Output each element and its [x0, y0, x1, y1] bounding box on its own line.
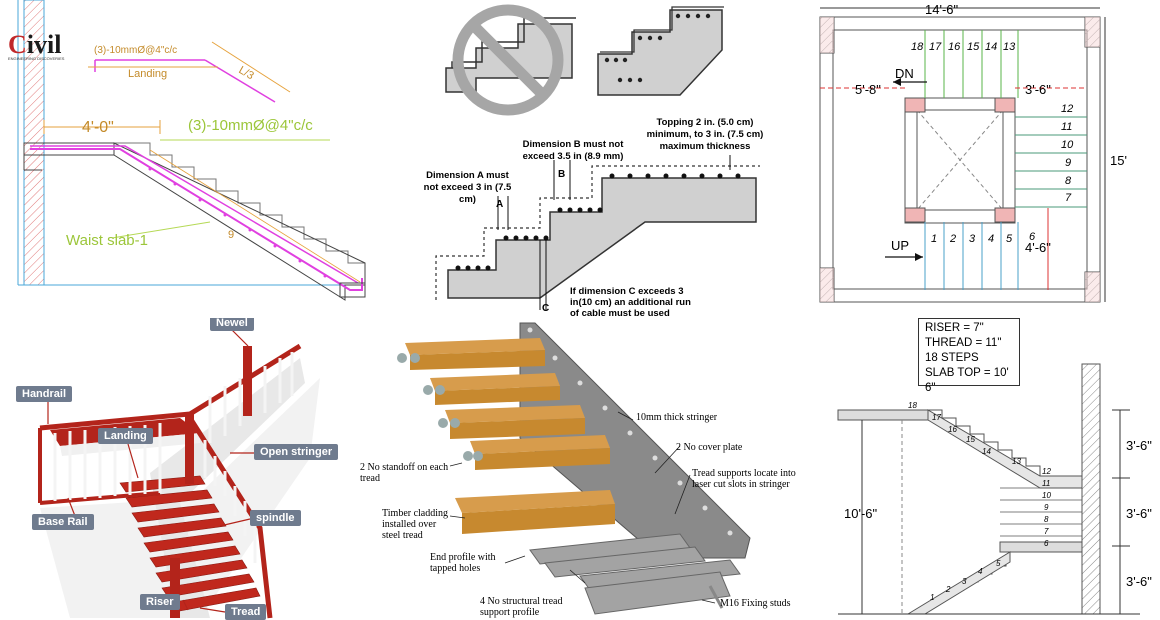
- topping-text: Topping 2 in. (5.0 cm) minimum, to 3 in.…: [646, 117, 764, 152]
- logo-c: C: [8, 30, 27, 59]
- landing-label: Landing: [128, 68, 167, 80]
- label-fixing-studs: M16 Fixing studs: [720, 598, 791, 609]
- spec-slab-top: SLAB TOP = 10' 6": [925, 367, 1009, 394]
- plan-right-dim: 3'-6": [1025, 82, 1051, 97]
- dim-b-marker: B: [558, 169, 565, 180]
- step-label-14: 14: [985, 41, 997, 53]
- plan-lower-right-dim: 4'-6": [1025, 240, 1051, 255]
- tag-riser: Riser: [140, 594, 180, 610]
- section-step-8: 8: [1044, 515, 1049, 524]
- rebar-top-label: (3)-10mmØ@4"c/c: [94, 45, 177, 56]
- section-step-4: 4: [978, 567, 983, 576]
- staircase-illustration: [38, 329, 320, 619]
- section-step-6: 6: [1044, 539, 1049, 548]
- section-step-18: 18: [908, 401, 917, 410]
- spec-riser: RISER = 7": [925, 322, 984, 334]
- step-label-17: 17: [929, 41, 942, 53]
- tag-handrail: Handrail: [16, 386, 73, 402]
- label-end-profile: End profile with tapped holes: [430, 552, 496, 574]
- label-stringer: 10mm thick stringer: [636, 412, 718, 423]
- stair-section-drawing: 10'-6" 3'-6" 3'-6" 3'-6" 1 2 3 4 5 6 7 8…: [837, 363, 1152, 615]
- step-label-2: 2: [949, 233, 956, 245]
- panel-stair-plan: 14'-6" 15' 5'-8" 3'-6" 4'-6" DN UP 18 17…: [805, 0, 1160, 318]
- section-step-15: 15: [966, 435, 975, 444]
- tag-base-rail: Base Rail: [32, 514, 94, 530]
- section-step-17: 17: [932, 413, 941, 422]
- plan-up-label: UP: [891, 238, 909, 253]
- stair-plan-drawing: 14'-6" 15' 5'-8" 3'-6" 4'-6" DN UP 18 17…: [819, 2, 1127, 303]
- panel-exploded-stair: 10mm thick stringer 2 No cover plate 2 N…: [350, 318, 800, 620]
- step-label-16: 16: [948, 41, 961, 53]
- waist-slab-drawing: (3)-10mmØ@4"c/c Landing L/3 4'-0" (3)-10…: [17, 0, 366, 301]
- section-step-7: 7: [1044, 527, 1049, 536]
- logo-rest: ivil: [26, 30, 62, 59]
- section-dim-middle: 3'-6": [1126, 506, 1152, 521]
- step-label-5: 5: [1006, 233, 1013, 245]
- tag-newel: Newel: [210, 318, 254, 331]
- step-label-12: 12: [1061, 103, 1073, 115]
- step-label-10: 10: [1061, 139, 1074, 151]
- tag-landing: Landing: [98, 428, 153, 444]
- label-standoff: 2 No standoff on each tread: [360, 462, 449, 484]
- step-label-1: 1: [931, 233, 937, 245]
- section-dim-lower: 3'-6": [1126, 574, 1152, 589]
- label-timber-cladding: Timber cladding installed over steel tre…: [382, 508, 449, 541]
- panel-staircase-parts: Newel Handrail Landing Open stringer Bas…: [0, 318, 350, 620]
- stair-spec-box: RISER = 7" THREAD = 11" 18 STEPS SLAB TO…: [918, 318, 1020, 394]
- dim-b-text: Dimension B must not exceed 3.5 in (8.9 …: [522, 139, 624, 162]
- step-label-18: 18: [911, 41, 924, 53]
- civil-logo: Civil ENGINEERING DISCOVERIES: [8, 30, 65, 62]
- panel-topping-detail: A B C Dimension A must not exceed 3 in (…: [380, 0, 780, 318]
- step-label-6: 6: [1029, 231, 1036, 243]
- logo-subtitle: ENGINEERING DISCOVERIES: [8, 56, 65, 61]
- dim-a-text: Dimension A must not exceed 3 in (7.5 cm…: [423, 170, 512, 205]
- section-step-16: 16: [948, 425, 957, 434]
- section-step-13: 13: [1012, 457, 1021, 466]
- section-dim-upper: 3'-6": [1126, 438, 1152, 453]
- panel-waist-slab-detail: (3)-10mmØ@4"c/c Landing L/3 4'-0" (3)-10…: [0, 0, 380, 318]
- section-total-height: 10'-6": [844, 506, 878, 521]
- section-step-11: 11: [1042, 479, 1050, 488]
- step-label-7: 7: [1065, 192, 1072, 204]
- waist-slab-label: Waist slab-1: [66, 232, 148, 249]
- tag-spindle: spindle: [250, 510, 301, 526]
- tag-tread: Tread: [225, 604, 267, 620]
- step-label-3: 3: [969, 233, 976, 245]
- section-step-14: 14: [982, 447, 991, 456]
- step-label-4: 4: [988, 233, 994, 245]
- spec-steps: 18 STEPS: [925, 352, 979, 364]
- step-label-11: 11: [1061, 121, 1072, 133]
- step-label-9: 9: [1065, 157, 1071, 169]
- dim-4ft-label: 4'-0": [82, 119, 114, 136]
- section-step-12: 12: [1042, 467, 1051, 476]
- label-tread-supports: Tread supports locate into laser cut slo…: [692, 468, 796, 490]
- dim-a-marker: A: [496, 199, 503, 210]
- section-step-1: 1: [930, 593, 934, 602]
- dim-c-text: If dimension C exceeds 3 in(10 cm) an ad…: [570, 286, 691, 318]
- panel-stair-section: 10'-6" 3'-6" 3'-6" 3'-6" 1 2 3 4 5 6 7 8…: [820, 318, 1160, 620]
- plan-height-label: 15': [1110, 153, 1127, 168]
- plan-width-label: 14'-6": [925, 2, 959, 17]
- topping-drawing: A B C: [435, 4, 760, 314]
- l3-label: L/3: [237, 64, 256, 82]
- plan-left-dim: 5'-8": [855, 82, 881, 97]
- section-step-5: 5: [996, 559, 1001, 568]
- section-step-10: 10: [1042, 491, 1051, 500]
- label-structural-profile: 4 No structural tread support profile: [480, 596, 563, 618]
- section-step-2: 2: [945, 585, 951, 594]
- label-cover-plate: 2 No cover plate: [676, 442, 743, 453]
- dim-c-marker: C: [542, 303, 549, 314]
- spec-thread: THREAD = 11": [925, 337, 1002, 349]
- section-step-9: 9: [1044, 503, 1049, 512]
- step-label-13: 13: [1003, 41, 1016, 53]
- dim-nine-label: 9: [228, 229, 234, 241]
- step-label-15: 15: [967, 41, 980, 53]
- tag-open-stringer: Open stringer: [254, 444, 339, 460]
- rebar-main-label: (3)-10mmØ@4"c/c: [188, 117, 313, 134]
- exploded-stair-illustration: [397, 322, 751, 615]
- section-step-3: 3: [962, 577, 967, 586]
- step-label-8: 8: [1065, 175, 1072, 187]
- plan-dn-label: DN: [895, 66, 914, 81]
